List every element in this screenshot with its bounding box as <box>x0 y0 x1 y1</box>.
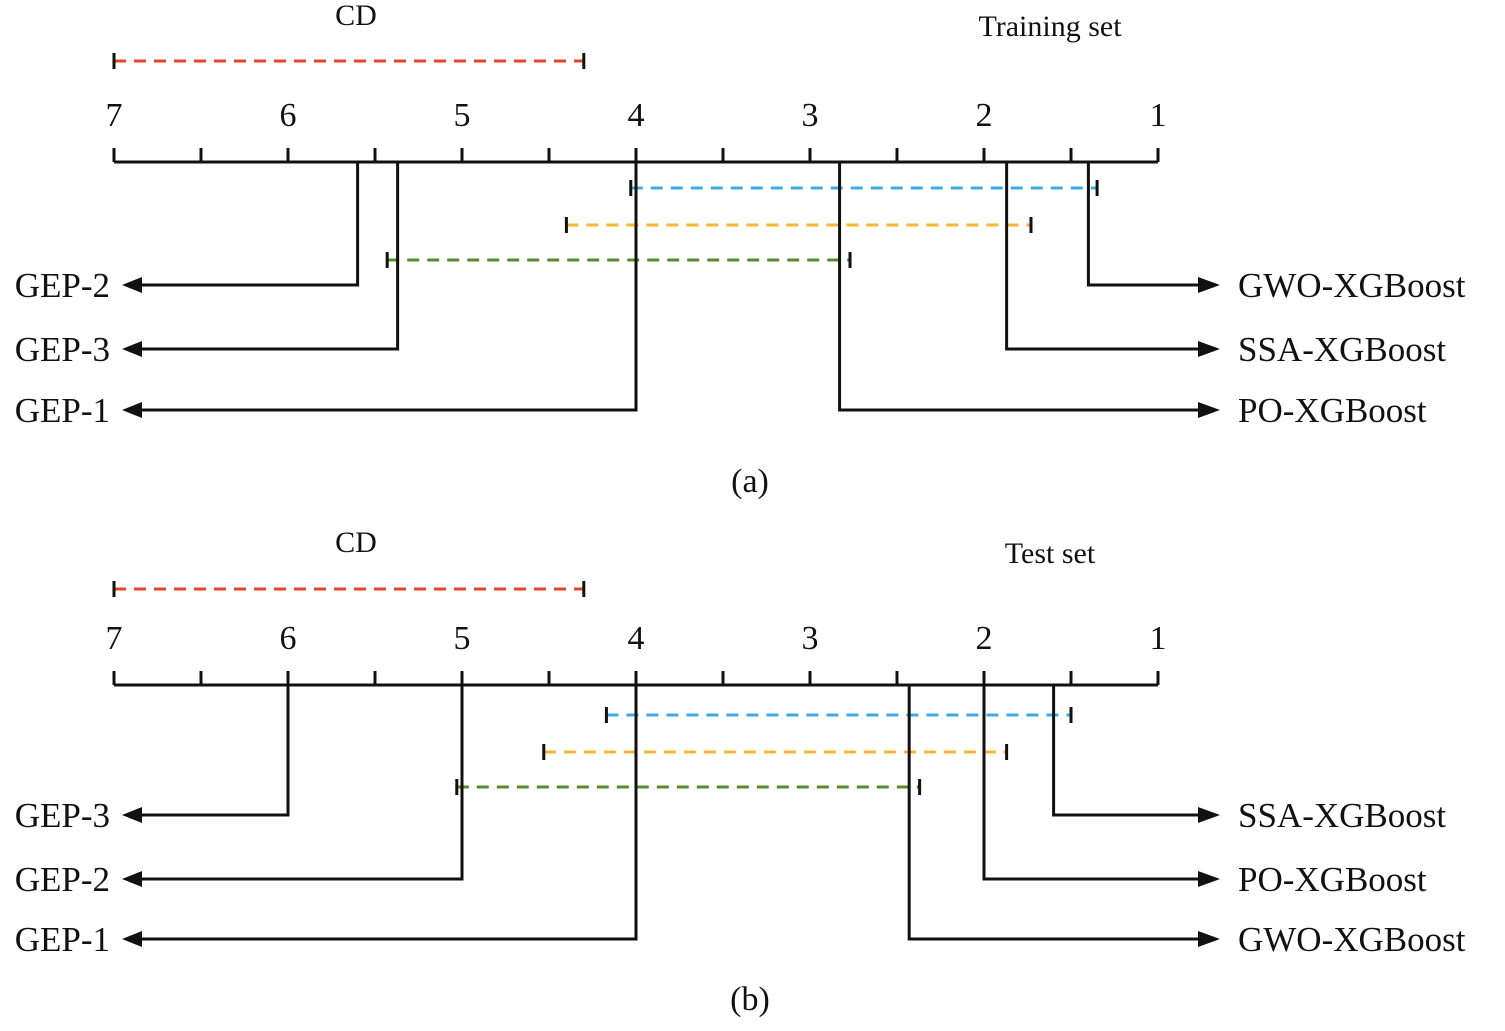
method-label: SSA-XGBoost <box>1238 330 1446 369</box>
panel-caption: (b) <box>730 981 770 1018</box>
tick-label: 7 <box>106 620 123 657</box>
rank-axis: 7 6 5 4 3 2 1 <box>106 97 1167 164</box>
arrowhead <box>122 807 142 823</box>
tick-label: 1 <box>1150 620 1167 657</box>
method-connector <box>138 162 360 287</box>
method-gep-2: GEP-2 <box>15 162 360 305</box>
method-po-xgboost: PO-XGBoost <box>838 162 1427 430</box>
tick-label: 3 <box>802 620 819 657</box>
arrowhead <box>122 931 142 947</box>
cd-label: CD <box>335 0 377 32</box>
method-connector <box>138 162 638 412</box>
method-connector <box>982 685 1198 881</box>
method-gwo-xgboost: GWO-XGBoost <box>907 685 1466 959</box>
cd-label: CD <box>335 526 377 559</box>
clique-3 <box>385 252 852 268</box>
tick-label: 1 <box>1150 97 1167 134</box>
cliques <box>385 180 1099 268</box>
clique-2 <box>542 744 1009 760</box>
method-gep-3: GEP-3 <box>15 685 290 835</box>
tick-label: 3 <box>802 97 819 134</box>
method-gep-3: GEP-3 <box>15 162 400 369</box>
arrowhead <box>1198 341 1220 357</box>
method-gep-2: GEP-2 <box>15 685 464 899</box>
clique-1 <box>629 180 1099 196</box>
tick-label: 5 <box>454 620 471 657</box>
method-label: PO-XGBoost <box>1238 860 1427 899</box>
clique-1 <box>604 707 1073 723</box>
method-ssa-xgboost: SSA-XGBoost <box>1052 685 1446 835</box>
arrowhead <box>122 341 142 357</box>
method-label: GEP-2 <box>15 266 110 305</box>
method-gwo-xgboost: GWO-XGBoost <box>1086 162 1466 305</box>
method-label: SSA-XGBoost <box>1238 796 1446 835</box>
tick-label: 7 <box>106 97 123 134</box>
chart-title: Training set <box>978 10 1122 43</box>
tick-label: 6 <box>280 97 297 134</box>
arrowhead <box>1198 402 1220 418</box>
tick-label: 4 <box>628 620 645 657</box>
method-connector <box>138 685 290 817</box>
arrowhead <box>1198 807 1220 823</box>
method-label: GEP-3 <box>15 796 110 835</box>
method-label: GWO-XGBoost <box>1238 266 1466 305</box>
tick-label: 6 <box>280 620 297 657</box>
method-connector <box>838 162 1198 412</box>
method-gep-1: GEP-1 <box>15 685 638 959</box>
method-connector <box>907 685 1198 941</box>
arrowhead <box>122 277 142 293</box>
panel-caption: (a) <box>731 463 769 500</box>
cd-bar <box>112 53 586 69</box>
method-connector <box>1086 162 1198 287</box>
tick-label: 2 <box>976 620 993 657</box>
method-connector <box>138 685 464 881</box>
method-label: GEP-1 <box>15 920 110 959</box>
method-label: GEP-3 <box>15 330 110 369</box>
arrowhead <box>1198 277 1220 293</box>
cd-bar <box>112 581 586 597</box>
method-label: GEP-1 <box>15 391 110 430</box>
method-connector <box>1052 685 1198 817</box>
tick-label: 2 <box>976 97 993 134</box>
tick-label: 4 <box>628 97 645 134</box>
clique-2 <box>564 217 1033 233</box>
method-po-xgboost: PO-XGBoost <box>982 685 1427 899</box>
arrowhead <box>122 871 142 887</box>
method-ssa-xgboost: SSA-XGBoost <box>1005 162 1446 369</box>
arrowhead <box>1198 871 1220 887</box>
method-connector <box>138 685 638 941</box>
method-connector <box>1005 162 1198 351</box>
method-label: PO-XGBoost <box>1238 391 1427 430</box>
method-label: GWO-XGBoost <box>1238 920 1466 959</box>
arrowhead <box>1198 931 1220 947</box>
tick-label: 5 <box>454 97 471 134</box>
cliques <box>455 707 1073 795</box>
arrowhead <box>122 402 142 418</box>
method-gep-1: GEP-1 <box>15 162 638 430</box>
method-connector <box>138 162 400 351</box>
chart-title: Test set <box>1005 537 1096 570</box>
rank-axis: 7 6 5 4 3 2 1 <box>106 620 1167 687</box>
clique-3 <box>455 779 922 795</box>
method-label: GEP-2 <box>15 860 110 899</box>
